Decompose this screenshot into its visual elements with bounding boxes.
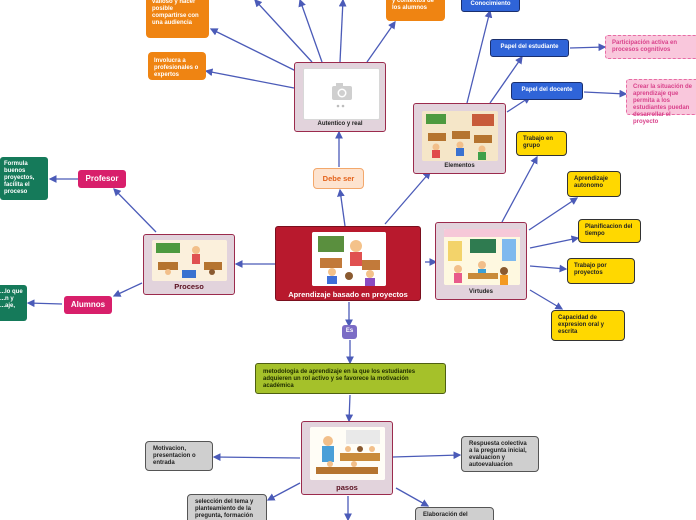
pasos-illustration — [310, 427, 385, 480]
pasos-node[interactable]: pasos — [301, 421, 393, 495]
seleccion-tema-node[interactable]: selección del tema y planteamiento de la… — [187, 494, 267, 520]
papel-estudiante-node[interactable]: Papel del estudiante — [490, 39, 569, 57]
expresion-oral-node[interactable]: Capacidad de expresion oral y escrita — [551, 310, 625, 341]
proceso-node[interactable]: Proceso — [143, 234, 235, 295]
motivacion-node[interactable]: Motivacion, presentacion o entrada — [145, 441, 213, 471]
alumnos-node[interactable]: Alumnos — [64, 296, 112, 314]
elaboracion-node[interactable]: Elaboración del — [415, 507, 494, 520]
camera-icon — [332, 83, 352, 108]
profesor-detail-node[interactable]: Formula buenos proyectos, facilita el pr… — [0, 157, 48, 200]
elementos-illustration — [422, 111, 498, 161]
es-connector-label: Es — [342, 325, 357, 339]
papel-docente-node[interactable]: Papel del docente — [511, 82, 583, 100]
definition-node[interactable]: metodologia de aprendizaje en la que los… — [255, 363, 446, 394]
virtudes-node[interactable]: Virtudes — [435, 222, 527, 300]
central-label: Aprendizaje basado en proyectos — [288, 290, 408, 299]
participacion-node[interactable]: Participación activa en procesos cogniti… — [605, 35, 696, 59]
elementos-label: Elementos — [444, 163, 475, 169]
alumnos-detail-node[interactable]: ...lo que ...n y ...aje, — [0, 285, 27, 321]
elementos-node[interactable]: Elementos — [413, 103, 506, 174]
conocimiento-node[interactable]: Conocimiento — [461, 0, 520, 12]
valioso-node[interactable]: valioso y hacer posible compartirse con … — [146, 0, 209, 38]
camera-placeholder — [303, 68, 380, 120]
aprendizaje-autonomo-node[interactable]: Aprendizaje autonomo — [567, 171, 621, 197]
contextos-alumnos-node[interactable]: y contextos de los alumnos — [386, 0, 445, 21]
involucra-expertos-node[interactable]: Involucra a profesionales o expertos — [148, 52, 206, 80]
central-node[interactable]: Aprendizaje basado en proyectos — [275, 226, 421, 301]
debe-ser-node[interactable]: Debe ser — [313, 168, 364, 189]
proceso-label: Proceso — [174, 282, 204, 291]
classroom-illustration — [312, 232, 386, 286]
profesor-node[interactable]: Profesor — [78, 170, 126, 188]
trabajo-grupo-node[interactable]: Trabajo en grupo — [516, 131, 567, 156]
respuesta-colectiva-node[interactable]: Respuesta colectiva a la pregunta inicia… — [461, 436, 539, 472]
virtudes-label: Virtudes — [469, 289, 493, 295]
virtudes-illustration — [444, 229, 520, 285]
planificacion-tiempo-node[interactable]: Planificacion del tiempo — [578, 219, 641, 243]
trabajo-proyectos-node[interactable]: Trabajo por proyectos — [567, 258, 635, 284]
autentico-node[interactable]: Autentico y real — [294, 62, 386, 132]
pasos-label: pasos — [336, 483, 358, 492]
proceso-illustration — [152, 240, 227, 281]
autentico-label: Autentico y real — [317, 121, 363, 127]
crear-situacion-node[interactable]: Crear la situación de aprendizaje que pe… — [626, 79, 696, 125]
